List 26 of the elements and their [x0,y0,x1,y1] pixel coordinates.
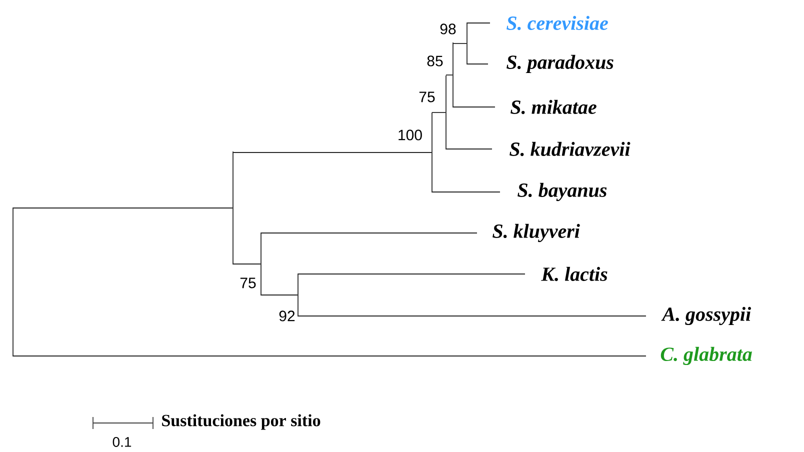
bootstrap-value: 85 [427,56,443,66]
tree-branch [432,112,446,113]
tree-branch [452,43,467,44]
taxon-label: S. kluyveri [492,224,580,242]
bootstrap-value: 100 [398,130,422,140]
taxon-label: A. gossypii [661,306,751,326]
tree-branch [446,74,453,76]
bootstrap-value: 75 [419,92,435,102]
taxon-label: S. bayanus [518,182,607,202]
tree-branch [446,148,492,150]
bootstrap-value: 98 [440,24,456,34]
tree-branch [232,152,432,153]
tree-branch [260,232,478,234]
taxon-label: S. kudriavzevii [510,142,630,156]
taxon-label: K. lactis [541,266,608,282]
tree-branch [452,106,496,108]
bootstrap-value: 75 [240,278,256,288]
bootstrap-value: 92 [279,310,295,322]
tree-branch [466,22,490,24]
tree-branch [260,294,298,296]
taxon-label: S. paradoxus [506,54,614,74]
taxon-label: S. mikatae [510,100,596,114]
scale-value: 0.1 [112,437,132,447]
taxon-label: S. cerevisiae [506,16,608,30]
scale-caption: Sustituciones por sitio [162,414,320,430]
taxon-label: C. glabrata [660,346,752,366]
